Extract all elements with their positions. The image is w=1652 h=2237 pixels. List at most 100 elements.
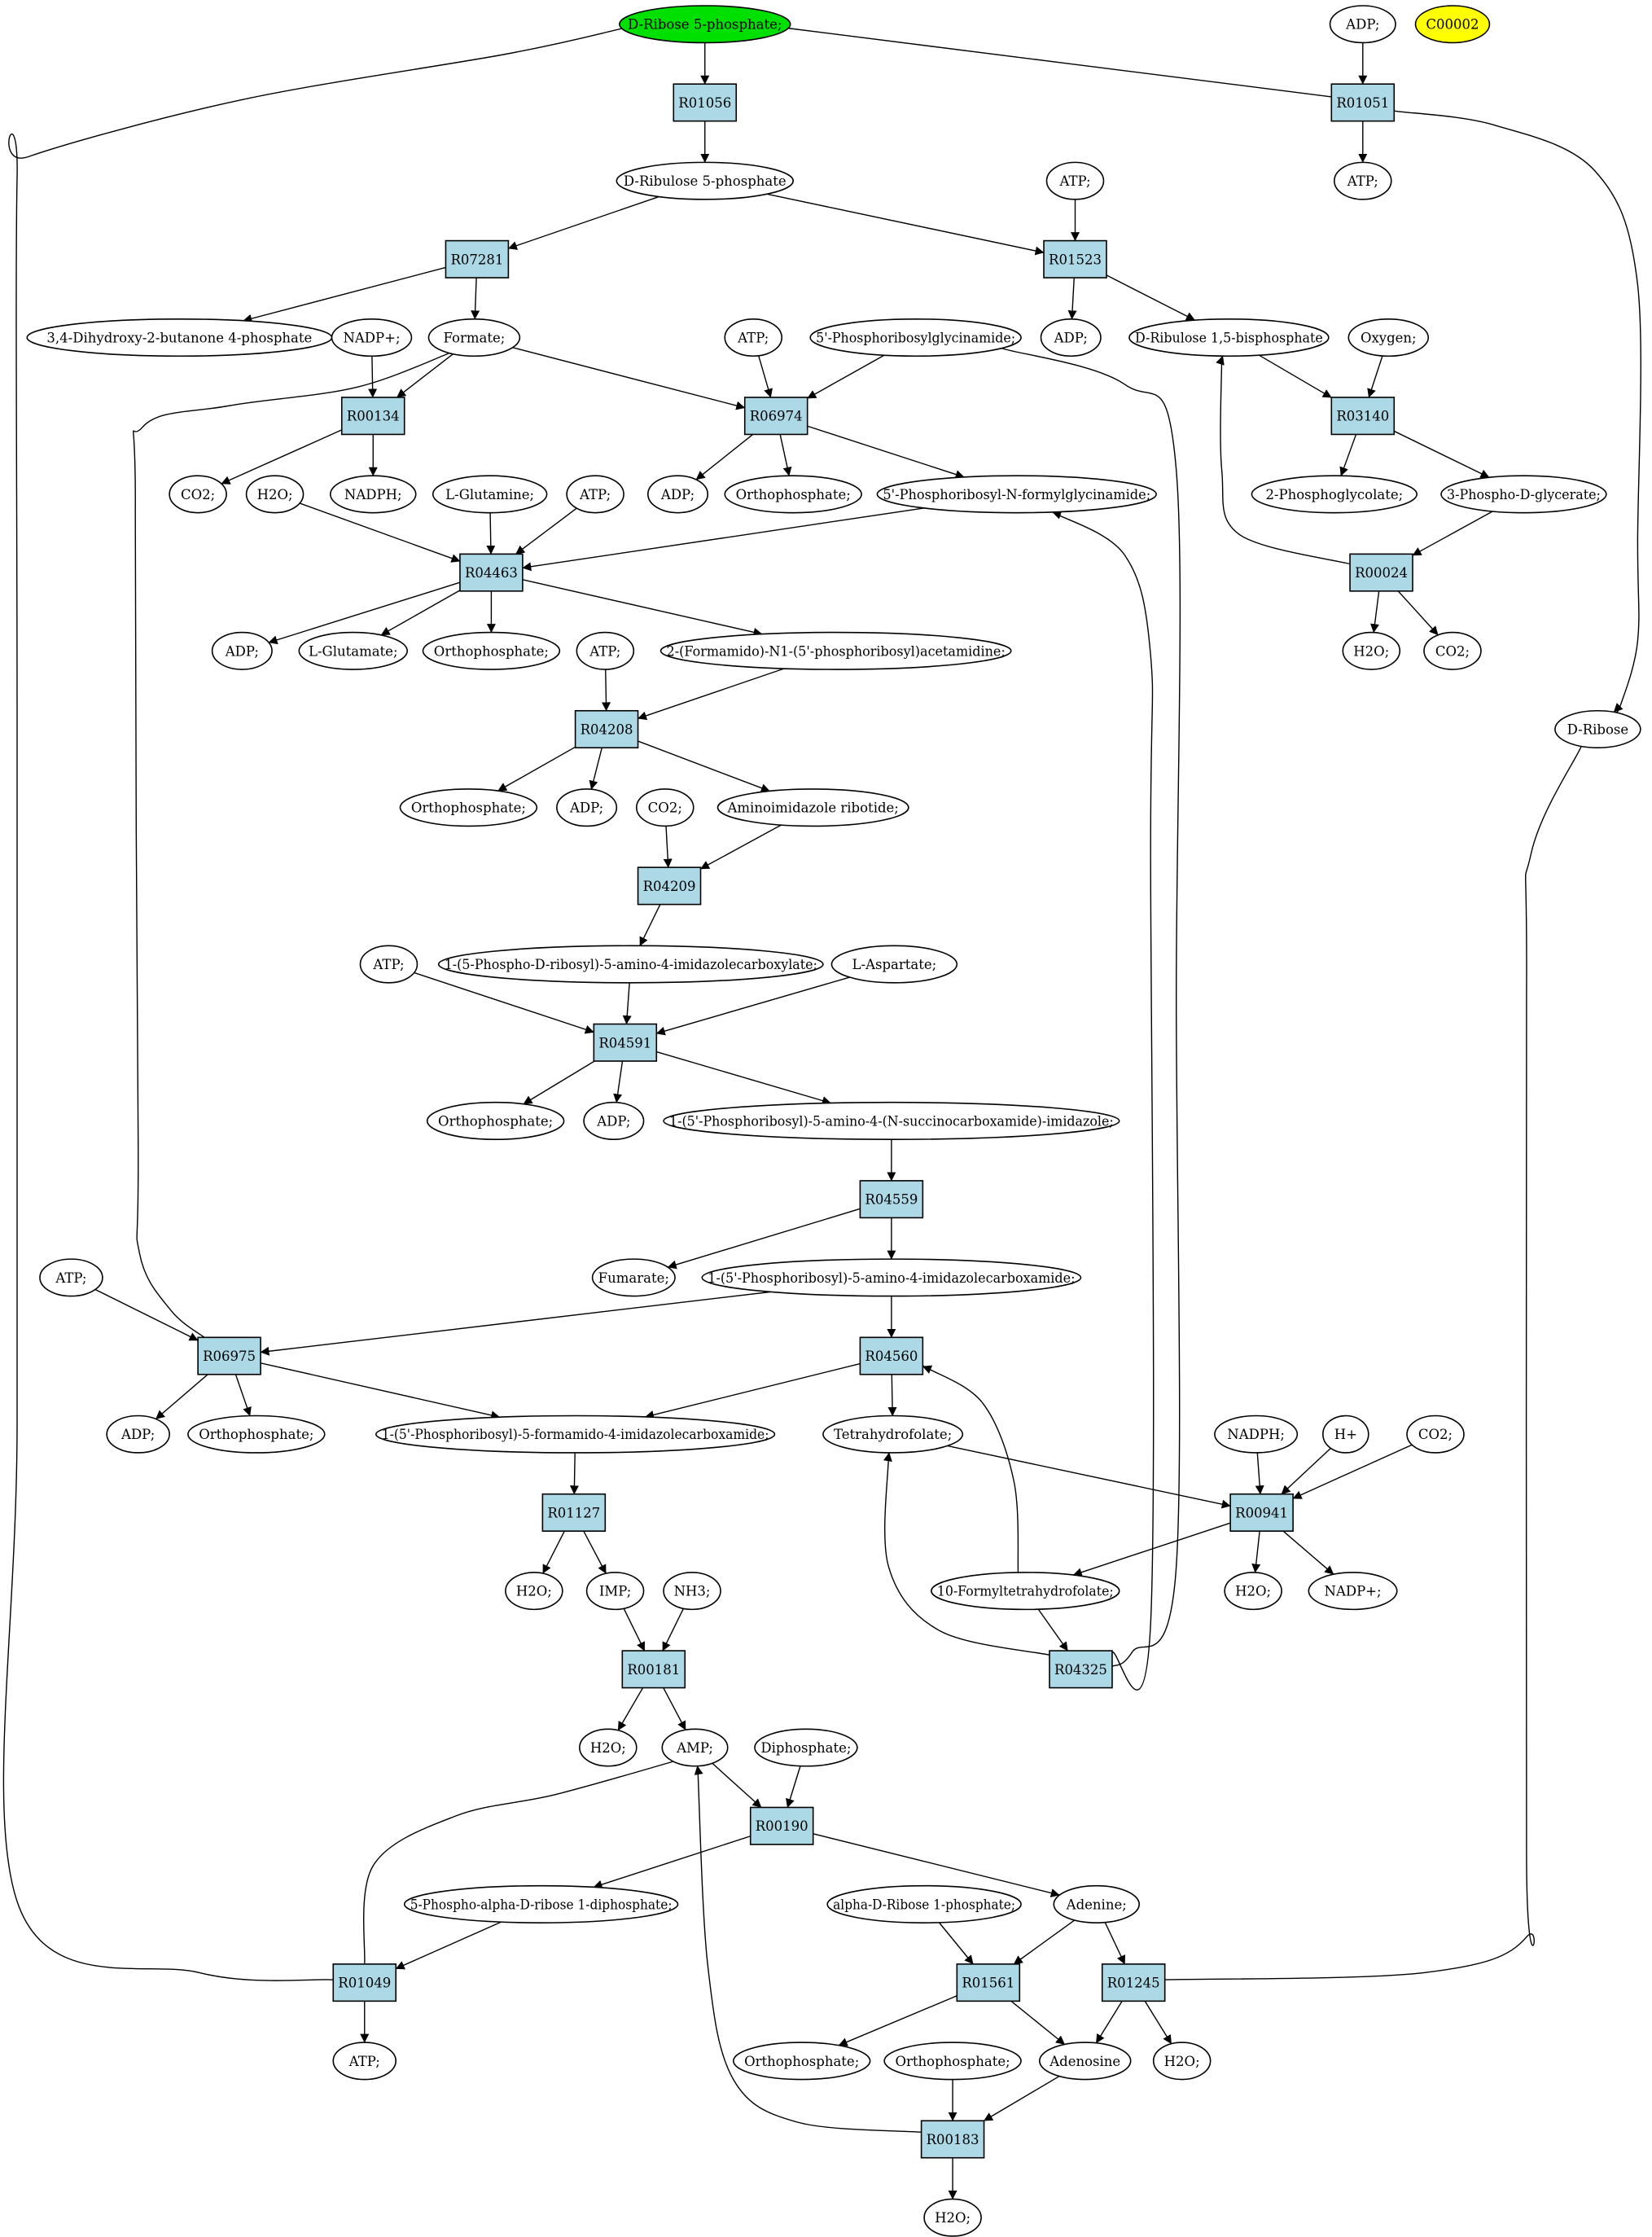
compound-node-c_nadp_a[interactable]: NADP+; bbox=[331, 318, 413, 357]
compound-node-c_air[interactable]: Aminoimidazole ribotide; bbox=[716, 788, 909, 827]
compound-node-c_pi_r12[interactable]: Orthophosphate; bbox=[426, 1101, 565, 1141]
compound-node-c_adp_r8[interactable]: ADP; bbox=[556, 788, 618, 827]
compound-node-c_atp_r24[interactable]: ATP; bbox=[332, 2042, 397, 2081]
compound-node-c_cair[interactable]: 1-(5-Phospho-D-ribosyl)-5-amino-4-imidaz… bbox=[437, 945, 824, 984]
compound-node-c_faicar[interactable]: 1-(5'-Phosphoribosyl)-5-formamido-4-imid… bbox=[375, 1415, 776, 1454]
reaction-node-r_R00190[interactable]: R00190 bbox=[749, 1806, 814, 1845]
compound-node-c_atp_r2[interactable]: ATP; bbox=[1045, 161, 1105, 200]
compound-node-c_ppi[interactable]: Diphosphate; bbox=[754, 1728, 858, 1767]
compound-node-c_thf[interactable]: Tetrahydrofolate; bbox=[822, 1415, 964, 1454]
compound-node-c_nadph_b[interactable]: NADPH; bbox=[1214, 1415, 1299, 1454]
compound-node-c_co2_a[interactable]: CO2; bbox=[169, 475, 227, 514]
compound-node-c_dhbp[interactable]: 3,4-Dihydroxy-2-butanone 4-phosphate bbox=[26, 318, 333, 357]
reaction-node-r_R04559[interactable]: R04559 bbox=[859, 1180, 924, 1219]
node-label: NADPH; bbox=[344, 487, 402, 502]
reaction-node-r_R00024[interactable]: R00024 bbox=[1349, 553, 1413, 592]
compound-node-c_h2o_c[interactable]: H2O; bbox=[505, 1572, 563, 1611]
compound-node-c_oxygen[interactable]: Oxygen; bbox=[1347, 318, 1430, 357]
compound-node-c_co2_d[interactable]: CO2; bbox=[1406, 1415, 1465, 1454]
compound-node-c_hplus[interactable]: H+ bbox=[1322, 1415, 1369, 1454]
compound-node-c_pi_r8[interactable]: Orthophosphate; bbox=[399, 788, 538, 827]
reaction-node-r_R00941[interactable]: R00941 bbox=[1229, 1493, 1294, 1532]
compound-node-c_fgar[interactable]: 5'-Phosphoribosyl-N-formylglycinamide; bbox=[876, 475, 1157, 514]
reaction-node-r_R07281[interactable]: R07281 bbox=[445, 239, 510, 279]
compound-node-c_amp[interactable]: AMP; bbox=[661, 1728, 729, 1767]
compound-node-c_h2o_e[interactable]: H2O; bbox=[579, 1728, 638, 1767]
compound-node-c_10fthf[interactable]: 10-Formyltetrahydrofolate; bbox=[931, 1572, 1120, 1611]
compound-node-c_adp_r3[interactable]: ADP; bbox=[1040, 318, 1102, 357]
compound-node-c_prgly[interactable]: 5'-Phosphoribosylglycinamide; bbox=[809, 318, 1022, 357]
compound-node-c_fumarate[interactable]: Fumarate; bbox=[591, 1258, 676, 1297]
compound-node-c_atp_r3[interactable]: ATP; bbox=[724, 318, 783, 357]
compound-node-c_pi_r6[interactable]: Orthophosphate; bbox=[422, 631, 561, 670]
compound-node-c_atp_r5[interactable]: ATP; bbox=[566, 475, 624, 514]
compound-node-c_h2o_d[interactable]: H2O; bbox=[1224, 1572, 1282, 1611]
compound-node-c_atp_r10[interactable]: ATP; bbox=[359, 945, 418, 984]
compound-node-c_glu[interactable]: L-Glutamate; bbox=[298, 631, 409, 670]
reaction-node-r_R04325[interactable]: R04325 bbox=[1049, 1650, 1113, 1689]
reaction-node-r_R01561[interactable]: R01561 bbox=[956, 1963, 1021, 2002]
compound-node-c_nadph_a[interactable]: NADPH; bbox=[329, 475, 417, 514]
compound-node-c_adp_top[interactable]: ADP; bbox=[1329, 5, 1396, 44]
reaction-node-r_R04209[interactable]: R04209 bbox=[637, 866, 702, 906]
compound-node-c_pi_r16[interactable]: Orthophosphate; bbox=[187, 1415, 326, 1454]
compound-node-c_adp_r5[interactable]: ADP; bbox=[646, 475, 709, 514]
compound-node-c_pi_r24a[interactable]: Orthophosphate; bbox=[732, 2042, 871, 2081]
compound-node-c_ribulose5p[interactable]: D-Ribulose 5-phosphate bbox=[616, 161, 794, 200]
compound-node-c_ribose5p[interactable]: D-Ribose 5-phosphate; bbox=[619, 5, 791, 44]
edge-r_R04463-to-c_fgam bbox=[522, 579, 763, 637]
reaction-node-r_R00183[interactable]: R00183 bbox=[920, 2120, 985, 2159]
compound-node-c_r1p[interactable]: alpha-D-Ribose 1-phosphate; bbox=[826, 1884, 1022, 1923]
compound-node-c_prpp[interactable]: 5-Phospho-alpha-D-ribose 1-diphosphate; bbox=[403, 1884, 679, 1923]
reaction-node-r_R04560[interactable]: R04560 bbox=[859, 1336, 924, 1375]
reaction-node-r_R01245[interactable]: R01245 bbox=[1101, 1963, 1166, 2002]
reaction-node-r_R06974[interactable]: R06974 bbox=[743, 397, 808, 436]
compound-node-c_atp_r6[interactable]: ATP; bbox=[576, 631, 635, 670]
reaction-node-r_R04208[interactable]: R04208 bbox=[574, 709, 639, 749]
compound-node-c_formate[interactable]: Formate; bbox=[427, 318, 521, 357]
compound-node-c_co2_c[interactable]: CO2; bbox=[636, 788, 695, 827]
compound-node-c_adenine[interactable]: Adenine; bbox=[1053, 1884, 1141, 1923]
compound-node-c_asp[interactable]: L-Aspartate; bbox=[830, 945, 958, 984]
reaction-node-r_R01051[interactable]: R01051 bbox=[1330, 83, 1396, 122]
reaction-node-r_R06975[interactable]: R06975 bbox=[197, 1336, 261, 1375]
reaction-node-r_R00181[interactable]: R00181 bbox=[621, 1650, 686, 1689]
reaction-node-r_R04591[interactable]: R04591 bbox=[593, 1023, 658, 1062]
compound-node-c_pi_r24b[interactable]: Orthophosphate; bbox=[883, 2042, 1022, 2081]
edge-arrow bbox=[984, 2075, 1060, 2121]
reaction-node-r_R01127[interactable]: R01127 bbox=[541, 1493, 607, 1532]
compound-node-c_gln[interactable]: L-Glutamine; bbox=[432, 475, 548, 514]
compound-node-c_aicar[interactable]: 1-(5'-Phosphoribosyl)-5-amino-4-imidazol… bbox=[701, 1258, 1082, 1297]
node-label: Orthophosphate; bbox=[895, 2054, 1010, 2069]
compound-node-c_pi_r5[interactable]: Orthophosphate; bbox=[724, 475, 862, 514]
compound-node-c_adp_r6[interactable]: ADP; bbox=[211, 631, 273, 670]
compound-node-c_atp_r1[interactable]: ATP; bbox=[1334, 161, 1392, 200]
compound-node-c_adenosine[interactable]: Adenosine bbox=[1038, 2042, 1132, 2081]
compound-node-c_h2o_g[interactable]: H2O; bbox=[923, 2198, 982, 2237]
compound-node-c_co2_b[interactable]: CO2; bbox=[1423, 631, 1482, 670]
compound-node-c_nadp_b[interactable]: NADP+; bbox=[1308, 1572, 1398, 1611]
compound-node-c_dribose[interactable]: D-Ribose bbox=[1554, 709, 1641, 749]
reaction-box bbox=[340, 397, 405, 436]
edge-arrow bbox=[368, 356, 378, 398]
compound-node-c_h2o_f[interactable]: H2O; bbox=[1152, 2042, 1212, 2081]
reaction-node-r_R04463[interactable]: R04463 bbox=[459, 553, 524, 592]
compound-node-c_fgam[interactable]: 2-(Formamido)-N1-(5'-phosphoribosyl)acet… bbox=[659, 631, 1012, 670]
compound-node-c_imp[interactable]: IMP; bbox=[585, 1572, 645, 1611]
compound-node-c_3pg[interactable]: 3-Phospho-D-glycerate; bbox=[1440, 475, 1607, 514]
compound-node-c_c00002[interactable]: C00002 bbox=[1414, 5, 1491, 44]
compound-node-c_h2o_b[interactable]: H2O; bbox=[1342, 631, 1401, 670]
reaction-node-r_R01523[interactable]: R01523 bbox=[1043, 239, 1107, 279]
reaction-node-r_R03140[interactable]: R03140 bbox=[1330, 397, 1396, 436]
reaction-node-r_R01049[interactable]: R01049 bbox=[332, 1963, 397, 2002]
compound-node-c_nh3[interactable]: NH3; bbox=[663, 1572, 721, 1611]
reaction-node-r_R00134[interactable]: R00134 bbox=[340, 397, 405, 436]
compound-node-c_atp_r14[interactable]: ATP; bbox=[39, 1258, 103, 1297]
compound-node-c_adp_r16[interactable]: ADP; bbox=[106, 1415, 170, 1454]
compound-node-c_pglycolate[interactable]: 2-Phosphoglycolate; bbox=[1251, 475, 1418, 514]
reaction-node-r_R01056[interactable]: R01056 bbox=[673, 83, 738, 122]
compound-node-c_rubp[interactable]: D-Ribulose 1,5-bisphosphate bbox=[1128, 318, 1330, 357]
compound-node-c_saicar[interactable]: 1-(5'-Phosphoribosyl)-5-amino-4-(N-succi… bbox=[663, 1101, 1120, 1141]
compound-node-c_h2o_a[interactable]: H2O; bbox=[245, 475, 305, 514]
compound-node-c_adp_r12[interactable]: ADP; bbox=[583, 1101, 645, 1141]
